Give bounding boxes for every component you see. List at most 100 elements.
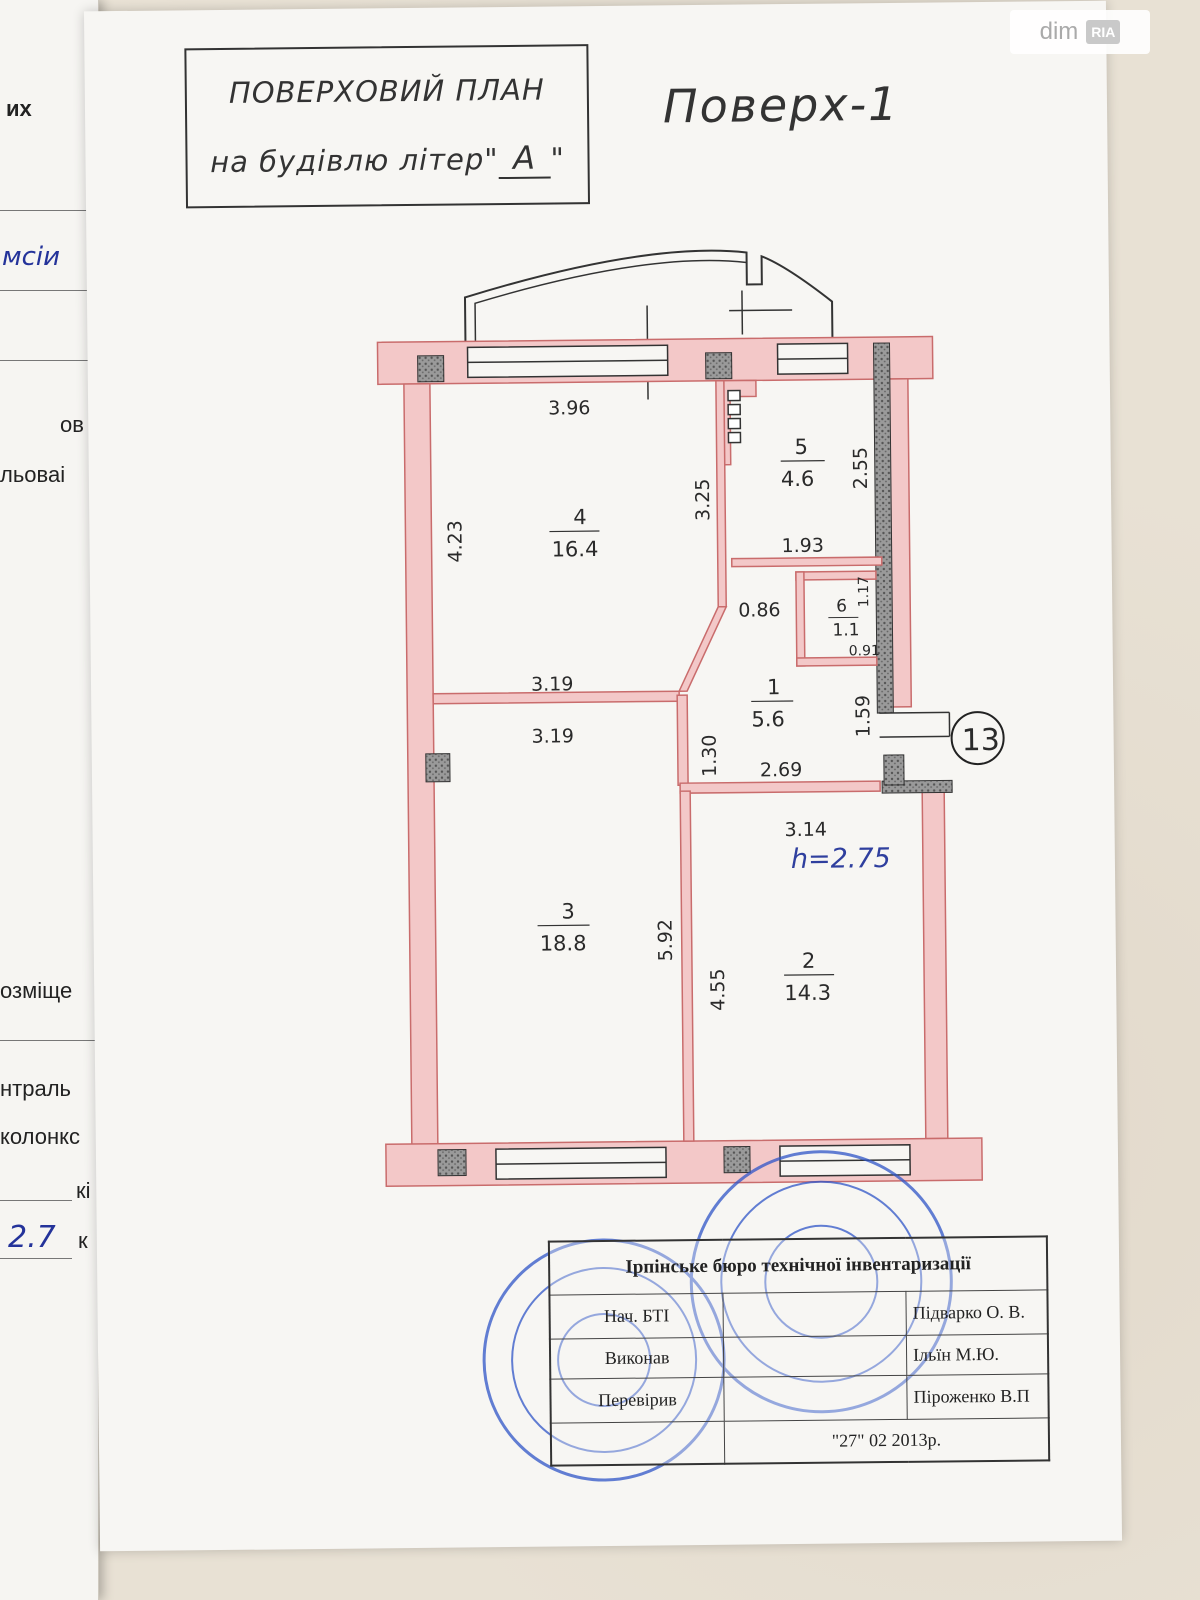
left-page-line bbox=[0, 210, 98, 211]
stamp-signature bbox=[723, 1335, 907, 1378]
stamp-person: Піроженко В.П bbox=[906, 1373, 1049, 1420]
columns bbox=[417, 342, 953, 1177]
room-1-number: 1 bbox=[767, 675, 781, 699]
stamp-signature bbox=[722, 1291, 907, 1338]
stamp-row: Виконав Ільїн М.Ю. bbox=[549, 1333, 1049, 1380]
partition bbox=[676, 694, 689, 786]
room-5-area: 4.6 bbox=[781, 467, 815, 491]
window-pane-line bbox=[780, 1159, 911, 1162]
room-3-area: 18.8 bbox=[540, 931, 587, 955]
partition-corridor bbox=[679, 780, 881, 794]
wall-right-lower bbox=[921, 787, 949, 1140]
dim-r5-right: 2.55 bbox=[850, 447, 872, 490]
balcony-inner-line bbox=[474, 259, 747, 342]
dim-r4-right: 3.25 bbox=[692, 479, 714, 522]
partition-bathroom bbox=[730, 556, 883, 568]
balcony-outline bbox=[463, 249, 834, 342]
room-2-area: 14.3 bbox=[784, 981, 831, 1005]
left-page-text: колонкс bbox=[0, 1124, 80, 1149]
height-note: h=2.75 bbox=[790, 842, 891, 876]
left-page-text: к bbox=[78, 1228, 88, 1253]
stamp-role: Виконав bbox=[549, 1337, 724, 1380]
dimension-labels: 3.96 4.23 3.25 3.19 2.55 1.93 0.86 1.17 … bbox=[444, 397, 880, 1011]
left-page-handwriting: мсіи bbox=[2, 242, 61, 272]
bureau-name: Ірпінське бюро технічної інвентаризації bbox=[548, 1236, 1048, 1295]
apartment-number: 13 bbox=[961, 723, 1000, 758]
stamp-role: Нач. БТІ bbox=[549, 1292, 724, 1340]
left-page-text: их bbox=[6, 96, 32, 121]
dim-r4-top: 3.96 bbox=[548, 397, 591, 419]
certificate-stamp-inner bbox=[720, 1180, 923, 1383]
floor-plan-sheet: ПОВЕРХОВИЙ ПЛАН на будівлю літер"A" Пове… bbox=[83, 0, 1123, 1552]
room-5-number: 5 bbox=[794, 435, 808, 459]
vent-shaft bbox=[727, 417, 742, 430]
left-page-line bbox=[0, 1040, 98, 1041]
left-page-handwriting: 2.7 bbox=[8, 1220, 56, 1255]
vent-shaft bbox=[727, 431, 742, 444]
dim-r6-right: 1.17 bbox=[856, 576, 872, 607]
window-pane-line bbox=[496, 1161, 667, 1165]
room-4-number: 4 bbox=[573, 505, 587, 529]
watermark-badge: RIA bbox=[1086, 20, 1121, 44]
left-page-text: кі bbox=[76, 1178, 91, 1203]
room-1-area: 5.6 bbox=[751, 707, 785, 731]
vent-shaft bbox=[727, 403, 741, 416]
dim-r6-bottom: 0.91 bbox=[849, 643, 880, 659]
dim-r6-left: 0.86 bbox=[738, 599, 781, 621]
stamp-date-row: "27" 02 2013р. bbox=[550, 1418, 1050, 1466]
column bbox=[417, 355, 445, 383]
partition bbox=[715, 379, 727, 608]
dim-r4-bottom: 3.19 bbox=[531, 673, 574, 695]
column bbox=[883, 754, 905, 786]
partition-rooms-3-2 bbox=[679, 790, 695, 1142]
dim-r1-right: 1.59 bbox=[852, 695, 874, 738]
stamp-role: Перевірив bbox=[550, 1377, 725, 1424]
partitions bbox=[432, 379, 883, 1142]
stamp-signature bbox=[723, 1375, 908, 1422]
vent-shafts bbox=[727, 389, 742, 444]
partition-diagonal bbox=[677, 605, 728, 692]
dim-r3-right: 5.92 bbox=[655, 919, 677, 962]
column bbox=[425, 753, 451, 783]
vent-shaft bbox=[727, 389, 741, 402]
stamp-person: Підварко О. В. bbox=[905, 1289, 1048, 1336]
dim-r3-top: 3.19 bbox=[531, 725, 574, 747]
entrance-line bbox=[879, 735, 950, 738]
dim-r2-top: 3.14 bbox=[784, 819, 827, 841]
left-page-text: нтраль bbox=[0, 1076, 71, 1101]
stamp-person: Ільїн М.Ю. bbox=[906, 1333, 1049, 1376]
room-4-area: 16.4 bbox=[551, 537, 598, 561]
apartment-number-circle bbox=[950, 711, 1005, 766]
inventory-stamp: Ірпінське бюро технічної інвентаризації … bbox=[547, 1235, 1051, 1467]
room-2-number: 2 bbox=[802, 949, 816, 973]
watermark: dim RIA bbox=[1010, 10, 1150, 54]
dim-r1-left: 1.30 bbox=[699, 734, 721, 777]
left-page-text: льоваі bbox=[0, 462, 66, 487]
dim-r1-bottom: 2.69 bbox=[760, 759, 803, 781]
room-4-divider bbox=[549, 530, 600, 533]
column bbox=[705, 352, 733, 380]
left-page-text: озміще bbox=[0, 978, 73, 1003]
stamp-empty bbox=[550, 1421, 725, 1466]
partition-wc-bottom bbox=[796, 656, 878, 667]
left-page-line bbox=[0, 290, 98, 291]
regional-stamp-outer bbox=[482, 1238, 726, 1482]
stamp-row: Нач. БТІ Підварко О. В. bbox=[549, 1289, 1048, 1340]
regional-stamp-core bbox=[557, 1313, 652, 1408]
left-page-line bbox=[0, 1200, 72, 1201]
left-page-line bbox=[0, 1258, 72, 1259]
floor-plan-drawing: 13 4 16.4 5 4.6 6 1.1 1 5.6 3 18.8 2 14.… bbox=[376, 249, 1005, 1482]
room-3-divider bbox=[537, 924, 590, 927]
partition-wc-left bbox=[795, 571, 806, 667]
room-2-divider bbox=[784, 973, 835, 976]
room-3-number: 3 bbox=[561, 899, 575, 923]
watermark-text: dim bbox=[1039, 18, 1079, 45]
window-pane-line bbox=[467, 359, 668, 364]
column bbox=[723, 1145, 751, 1174]
dim-r2-left: 4.55 bbox=[707, 968, 729, 1011]
round-stamps bbox=[482, 1150, 953, 1482]
balcony-axis-line bbox=[729, 309, 793, 312]
room-6-area: 1.1 bbox=[832, 620, 859, 640]
left-page-line bbox=[0, 360, 98, 361]
dim-r4-left: 4.23 bbox=[444, 520, 466, 563]
